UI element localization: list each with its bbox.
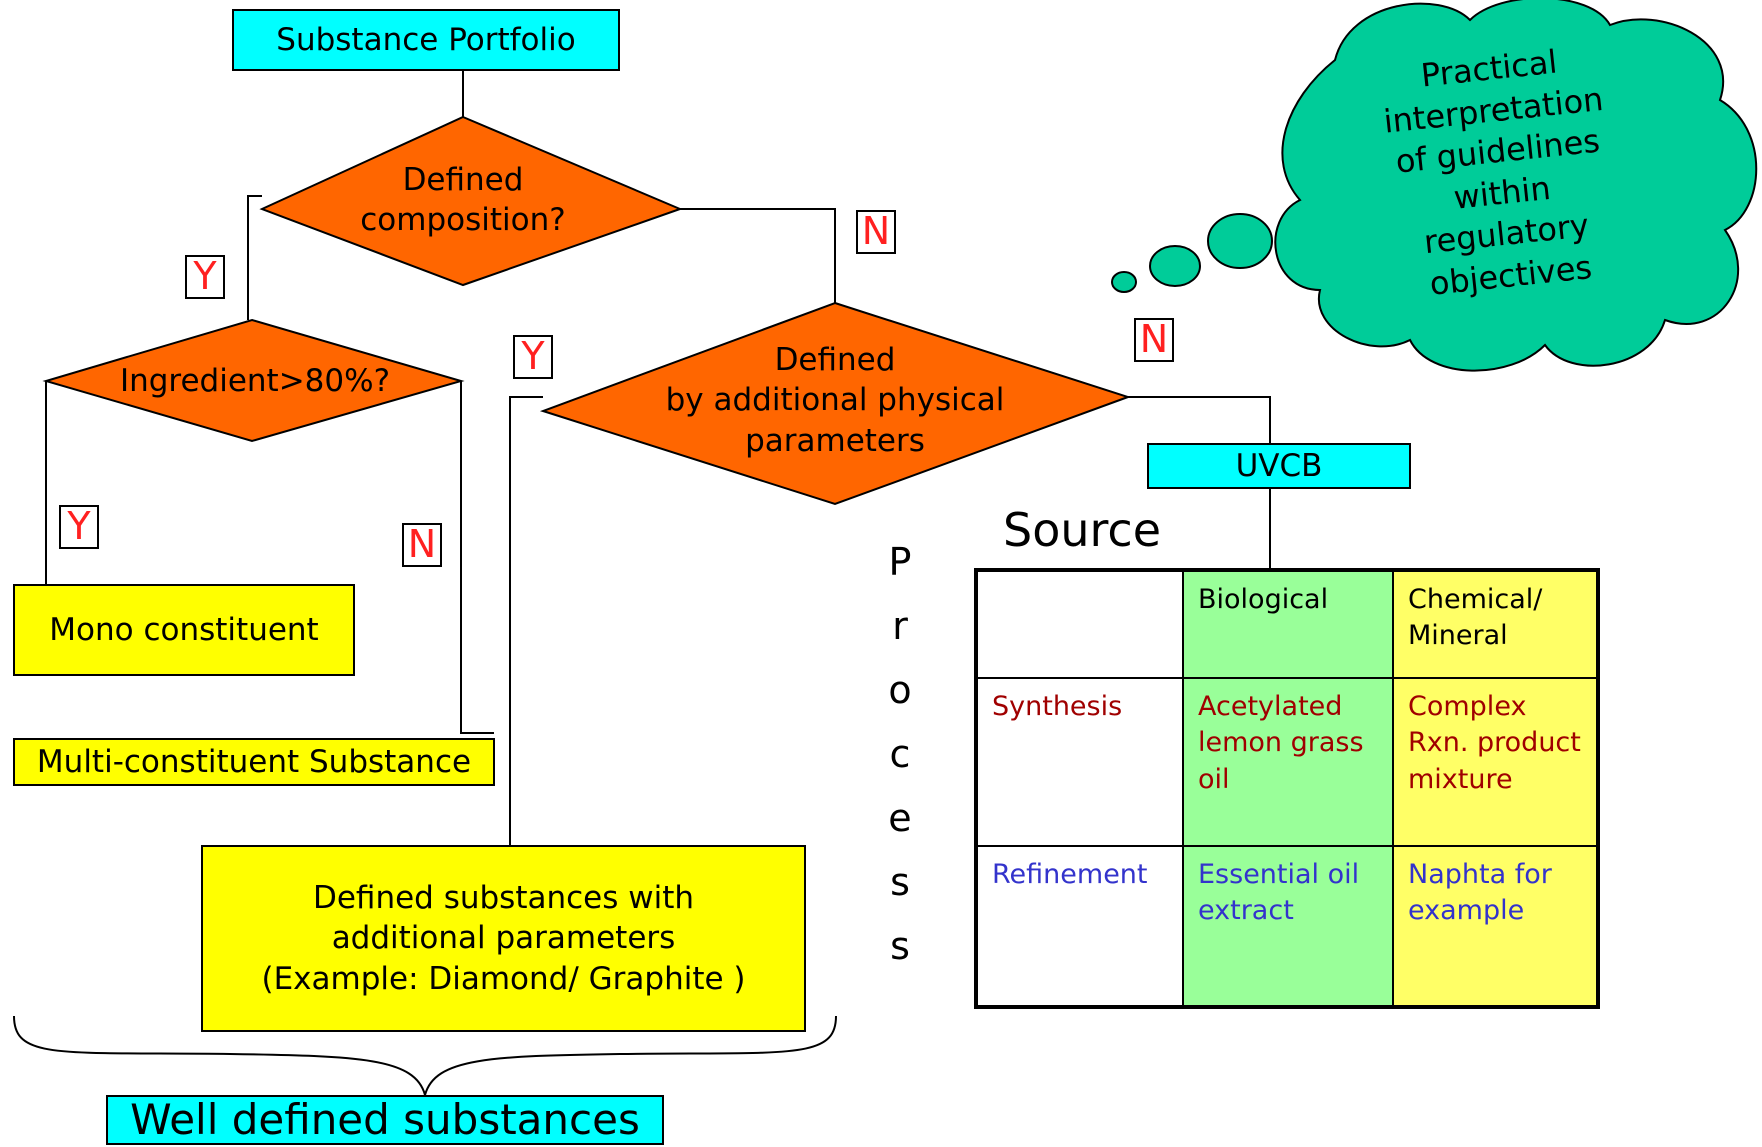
multi-constituent-label: Multi-constituent Substance	[36, 743, 472, 780]
decision-physical-line-3: parameters	[745, 422, 925, 459]
table-header-row: Biological Chemical/ Mineral	[975, 569, 1599, 679]
thought-bubble-large	[1207, 213, 1273, 269]
additional-parameters-line-2: additional parameters	[331, 920, 676, 957]
multi-constituent-box: Multi-constituent Substance	[13, 738, 495, 786]
cell-synthesis-biological: Acetylated lemon grass oil	[1182, 677, 1394, 847]
connector-yes-composition	[247, 195, 262, 320]
decision-physical-line-2: by additional physical	[665, 382, 1005, 419]
answer-no-composition: N	[856, 210, 896, 254]
table-corner-cell	[975, 569, 1184, 679]
decision-diamond-ingredient	[42, 318, 465, 443]
row-label-refinement: Refinement	[975, 845, 1184, 1008]
cell-refinement-chemical: Naphta for example	[1392, 845, 1599, 1008]
thought-bubble-small	[1111, 271, 1137, 293]
uvcb-table: Biological Chemical/ Mineral Synthesis A…	[974, 568, 1600, 1009]
decision-text-ingredient: Ingredient>80%?	[100, 361, 410, 401]
table-row: Synthesis Acetylated lemon grass oil Com…	[975, 677, 1599, 847]
process-letter: s	[890, 860, 910, 904]
additional-parameters-line-3: (Example: Diamond/ Graphite )	[261, 960, 746, 997]
additional-parameters-box: Defined substances with additional param…	[201, 845, 806, 1032]
substance-portfolio-box: Substance Portfolio	[232, 9, 620, 71]
cell-refinement-biological: Essential oil extract	[1182, 845, 1394, 1008]
uvcb-box: UVCB	[1147, 443, 1411, 489]
additional-parameters-line-1: Defined substances with	[312, 880, 695, 917]
process-letter: c	[889, 732, 911, 776]
decision-composition-line-1: Defined	[402, 162, 524, 198]
thought-cloud	[1274, 0, 1758, 372]
row-label-synthesis: Synthesis	[975, 677, 1184, 847]
decision-diamond-composition	[259, 115, 683, 287]
header-chemical-mineral: Chemical/ Mineral	[1392, 569, 1599, 679]
decision-text-composition: Defined composition?	[343, 160, 583, 241]
decision-physical-line-1: Defined	[774, 342, 896, 378]
mono-constituent-label: Mono constituent	[49, 611, 319, 648]
decision-ingredient-line-1: Ingredient>80%?	[119, 363, 391, 399]
answer-yes-physical: Y	[513, 335, 553, 379]
answer-yes-composition: Y	[185, 255, 225, 299]
mono-constituent-box: Mono constituent	[13, 584, 355, 676]
table-row: Refinement Essential oil extract Naphta …	[975, 845, 1599, 1008]
decision-diamond-physical	[539, 301, 1132, 506]
substance-portfolio-label: Substance Portfolio	[276, 21, 576, 58]
connector-no-composition	[680, 208, 836, 303]
decision-text-physical: Defined by additional physical parameter…	[620, 340, 1050, 461]
cloud-text: Practical interpretation of guidelines w…	[1358, 35, 1643, 310]
decision-composition-line-2: composition?	[360, 202, 566, 239]
answer-no-physical: N	[1134, 318, 1174, 362]
process-letter: e	[888, 796, 912, 840]
well-defined-substances-label: Well defined substances	[130, 1094, 640, 1144]
source-label: Source	[1003, 503, 1161, 557]
uvcb-label: UVCB	[1235, 447, 1323, 484]
header-biological: Biological	[1182, 569, 1394, 679]
process-letter: r	[892, 604, 908, 648]
connector-no-ingredient	[460, 381, 494, 734]
cell-synthesis-chemical: Complex Rxn. product mixture	[1392, 677, 1599, 847]
process-letter: P	[888, 540, 912, 584]
process-letter: s	[890, 924, 910, 968]
connector-no-physical	[1128, 396, 1271, 443]
thought-bubble-medium	[1149, 245, 1201, 287]
connector-yes-physical	[509, 396, 543, 845]
answer-no-ingredient: N	[402, 523, 442, 567]
well-defined-substances-box: Well defined substances	[106, 1095, 664, 1145]
process-letter: o	[888, 668, 912, 712]
answer-yes-ingredient: Y	[59, 505, 99, 549]
